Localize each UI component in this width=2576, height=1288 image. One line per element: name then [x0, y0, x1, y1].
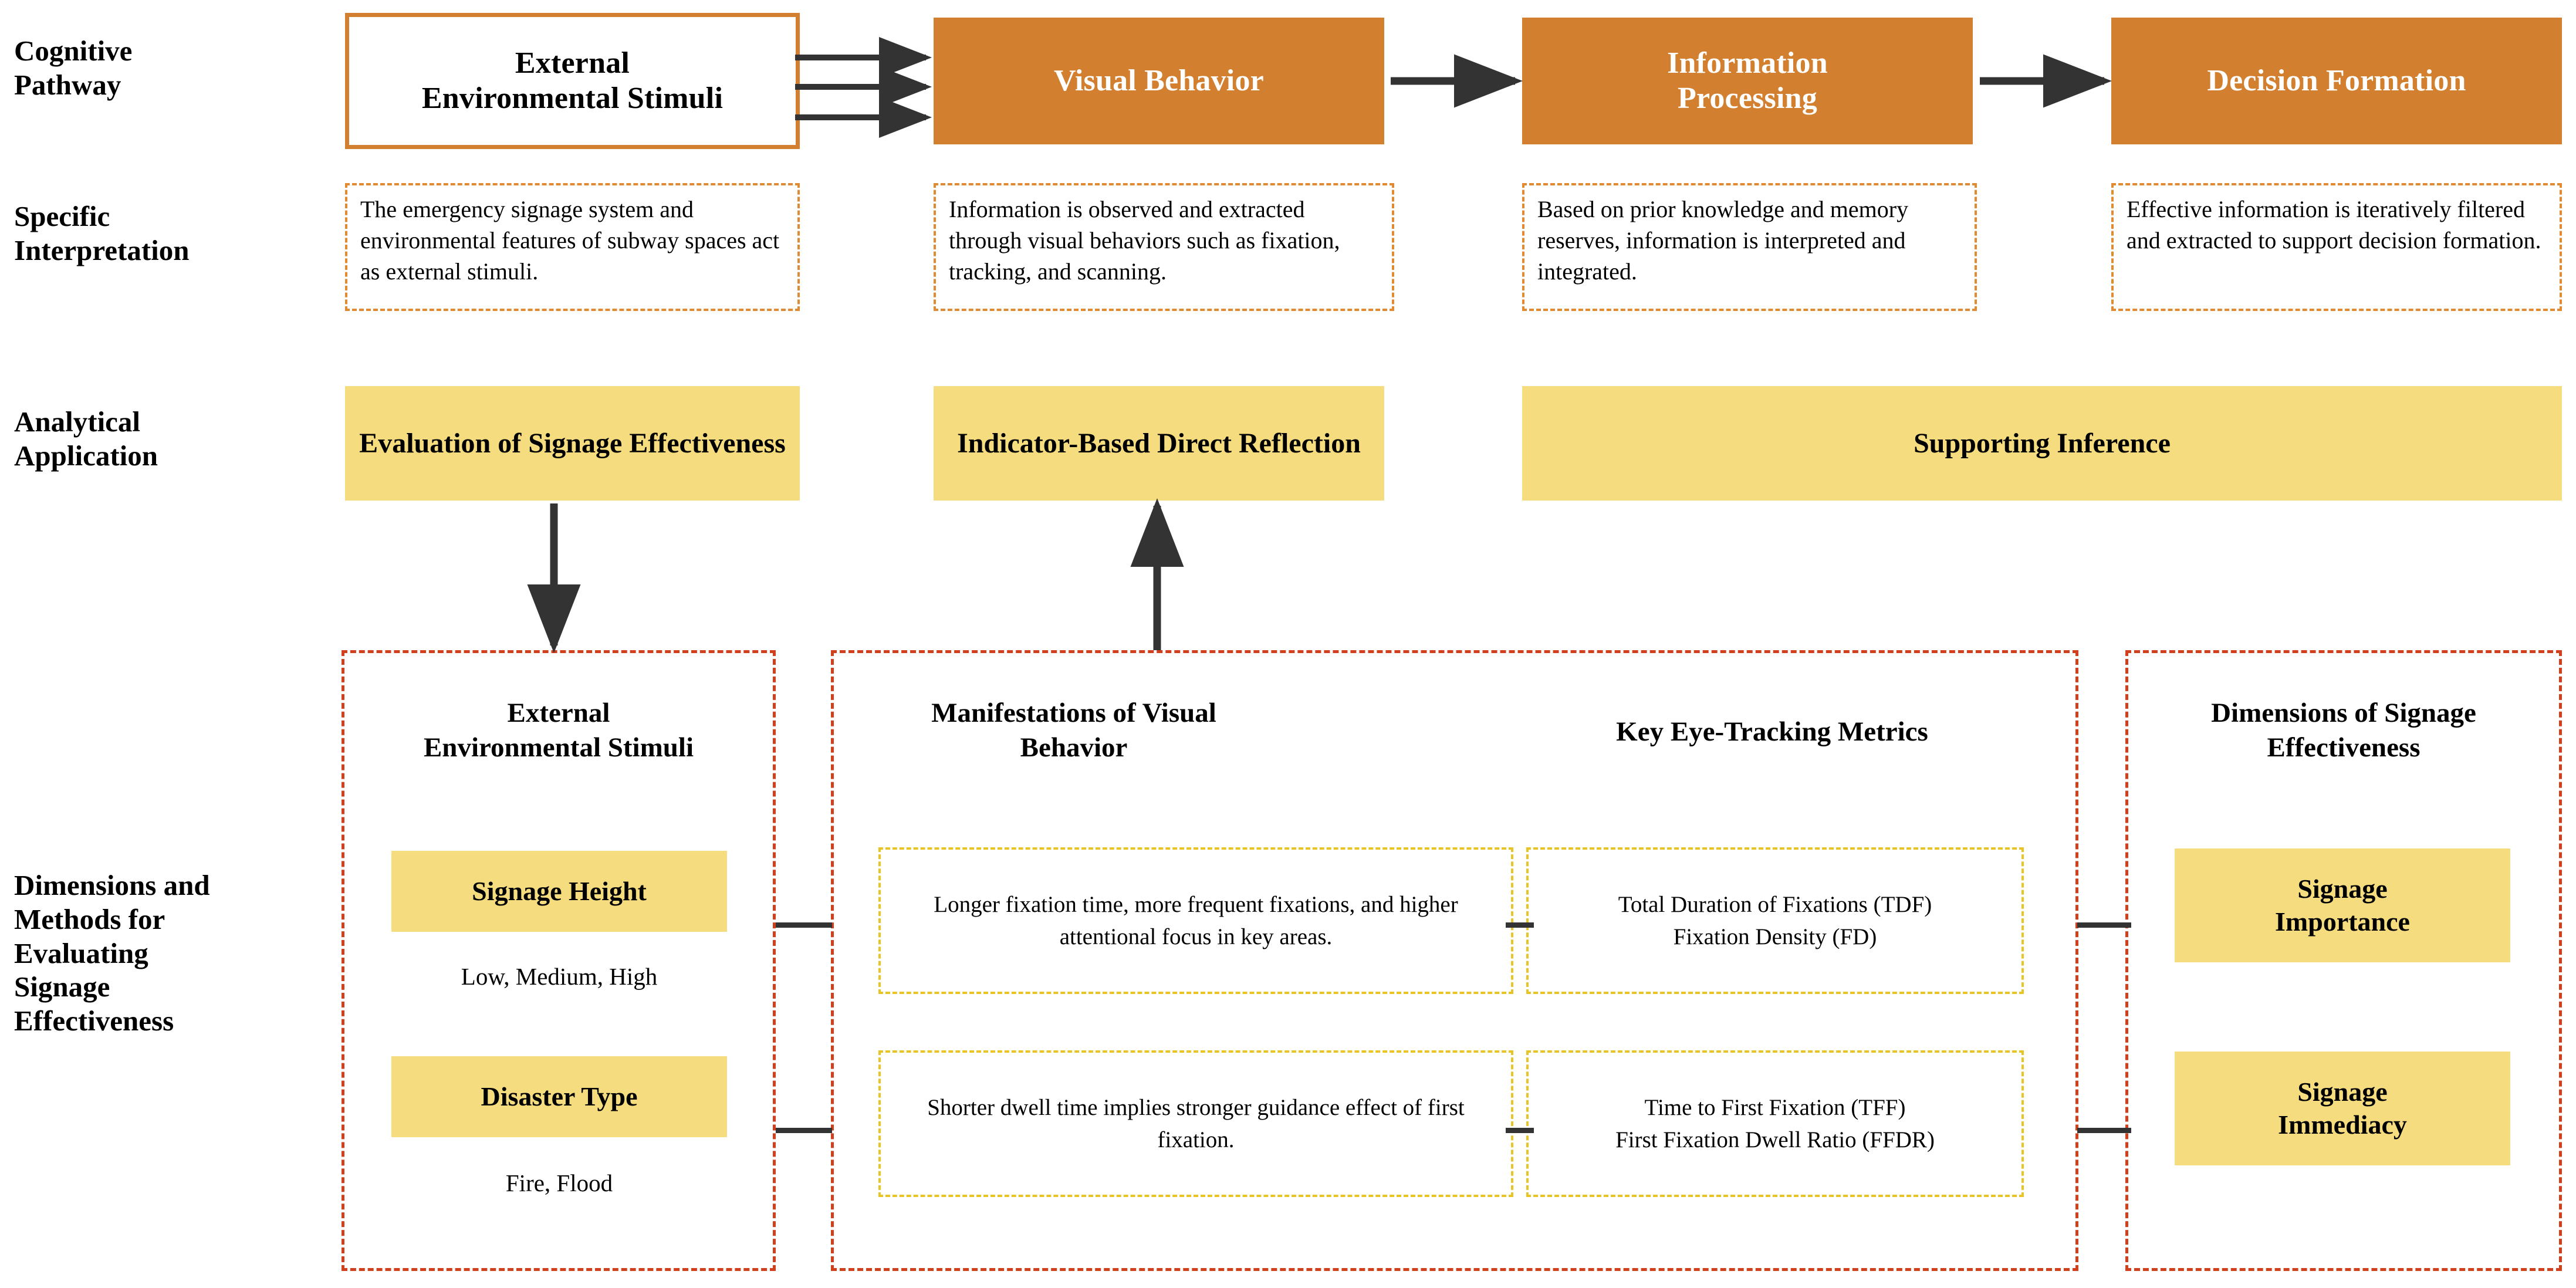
bottom-panel-title-external-stimuli: External Environmental Stimuli	[423, 698, 694, 763]
row-label-specific-interpretation: Specific Interpretation	[14, 200, 190, 266]
manifestation-box-longer-fixation: Longer fixation time, more frequent fixa…	[878, 847, 1513, 994]
interpretation-box-external-stimuli: The emergency signage system and environ…	[345, 183, 800, 311]
effectiveness-chip-signage-importance[interactable]: Signage Importance	[2175, 848, 2510, 962]
connector-stimuli-to-manifestation-bottom	[776, 1128, 832, 1133]
stage-box-decision-formation[interactable]: Decision Formation	[2111, 18, 2562, 144]
stage-box-information-processing[interactable]: Information Processing	[1522, 18, 1973, 144]
analytical-bar-indicator-based-direct-reflection[interactable]: Indicator-Based Direct Reflection	[934, 386, 1384, 501]
interpretation-box-visual-behavior: Information is observed and extracted th…	[934, 183, 1394, 311]
bottom-panel-title-visual-behavior: Manifestations of Visual Behavior	[931, 698, 1216, 763]
connector-metrics-to-effectiveness-bottom	[2077, 1128, 2131, 1133]
stimuli-chip-disaster-type[interactable]: Disaster Type	[391, 1056, 727, 1137]
metrics-box-tdf-fd: Total Duration of Fixations (TDF) Fixati…	[1526, 847, 2024, 994]
analytical-bar-supporting-inference[interactable]: Supporting Inference	[1522, 386, 2562, 501]
connector-metrics-to-effectiveness-top	[2077, 922, 2131, 928]
interpretation-box-information-processing: Based on prior knowledge and memory rese…	[1522, 183, 1977, 311]
metrics-box-tff-ffdr: Time to First Fixation (TFF) First Fixat…	[1526, 1050, 2024, 1197]
effectiveness-chip-signage-immediacy[interactable]: Signage Immediacy	[2175, 1052, 2510, 1165]
connector-manifestation-to-metrics-bottom	[1506, 1128, 1534, 1133]
stimuli-caption-signage-height: Low, Medium, High	[461, 963, 658, 990]
interpretation-box-decision-formation: Effective information is iteratively fil…	[2111, 183, 2562, 311]
bottom-panel-external-environmental-stimuli	[342, 650, 776, 1271]
connector-manifestation-to-metrics-top	[1506, 922, 1534, 928]
row-label-cognitive-pathway: Cognitive Pathway	[14, 35, 133, 101]
connector-stimuli-to-manifestation-top	[776, 922, 832, 928]
stage-box-visual-behavior[interactable]: Visual Behavior	[934, 18, 1384, 144]
stage-box-external-environmental-stimuli[interactable]: External Environmental Stimuli	[345, 13, 800, 149]
bottom-panel-title-signage-effectiveness: Dimensions of Signage Effectiveness	[2211, 698, 2476, 763]
row-label-analytical-application: Analytical Application	[14, 405, 158, 472]
analytical-bar-evaluation-of-signage-effectiveness[interactable]: Evaluation of Signage Effectiveness	[345, 386, 800, 501]
stimuli-chip-signage-height[interactable]: Signage Height	[391, 851, 727, 932]
bottom-panel-title-eye-tracking-metrics: Key Eye-Tracking Metrics	[1616, 716, 1928, 747]
manifestation-box-shorter-dwell: Shorter dwell time implies stronger guid…	[878, 1050, 1513, 1197]
stimuli-caption-disaster-type: Fire, Flood	[505, 1169, 613, 1196]
row-label-dimensions-methods: Dimensions and Methods for Evaluating Si…	[14, 869, 210, 1037]
